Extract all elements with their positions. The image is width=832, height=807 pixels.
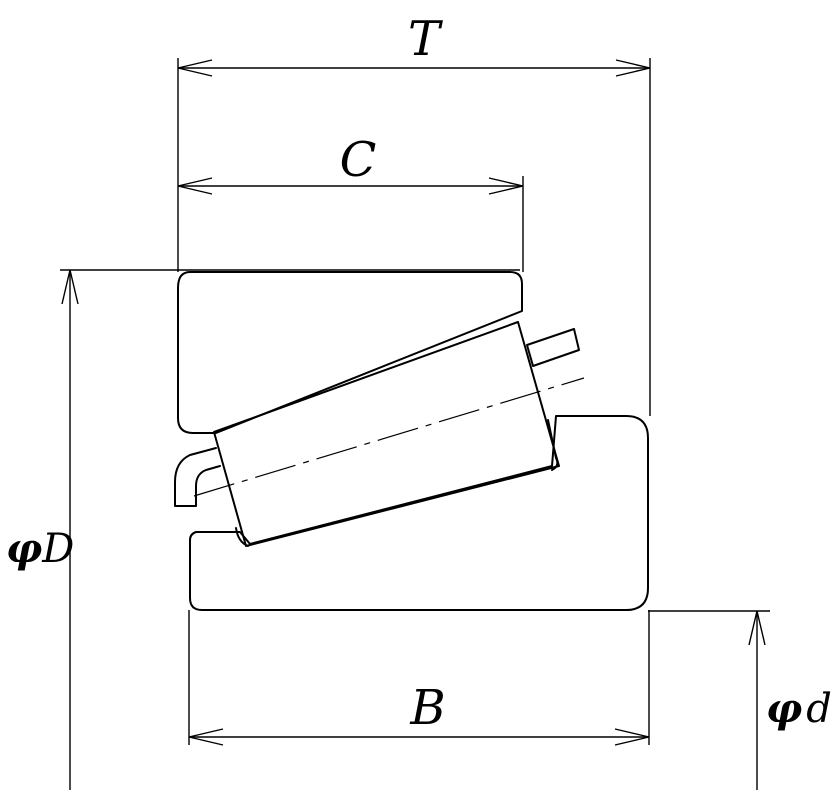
cage-hook [174,447,221,507]
inner-ring [189,415,649,611]
label-B: B [409,680,445,736]
outer-ring [177,271,523,434]
label-outer-diameter: φD [6,525,74,572]
phi-symbol-od: φ [6,525,42,572]
phi-symbol-bore: φ [766,685,802,732]
arrowhead-od [61,269,79,305]
arrowhead-t-left [177,59,213,77]
arrowhead-b-right [614,728,650,746]
roller [213,321,560,547]
arrowhead-t-right [615,59,651,77]
arrowhead-c-right [488,177,524,195]
dimension-T: T [177,11,651,77]
roller-end-detail [235,527,249,547]
label-D: D [41,526,74,572]
dimension-outer-diameter: φD [6,269,79,790]
label-T: T [408,11,443,67]
roller-end-detail-right [547,419,559,471]
cage-tab [526,328,580,367]
dimension-C: C [177,132,524,195]
dimension-B: B [188,680,650,746]
arrowhead-c-left [177,177,213,195]
label-C: C [340,132,377,188]
label-d: d [806,686,832,732]
arrowhead-b-left [188,728,224,746]
arrowhead-bore [748,610,766,646]
roller-axis-centerline [193,377,585,497]
